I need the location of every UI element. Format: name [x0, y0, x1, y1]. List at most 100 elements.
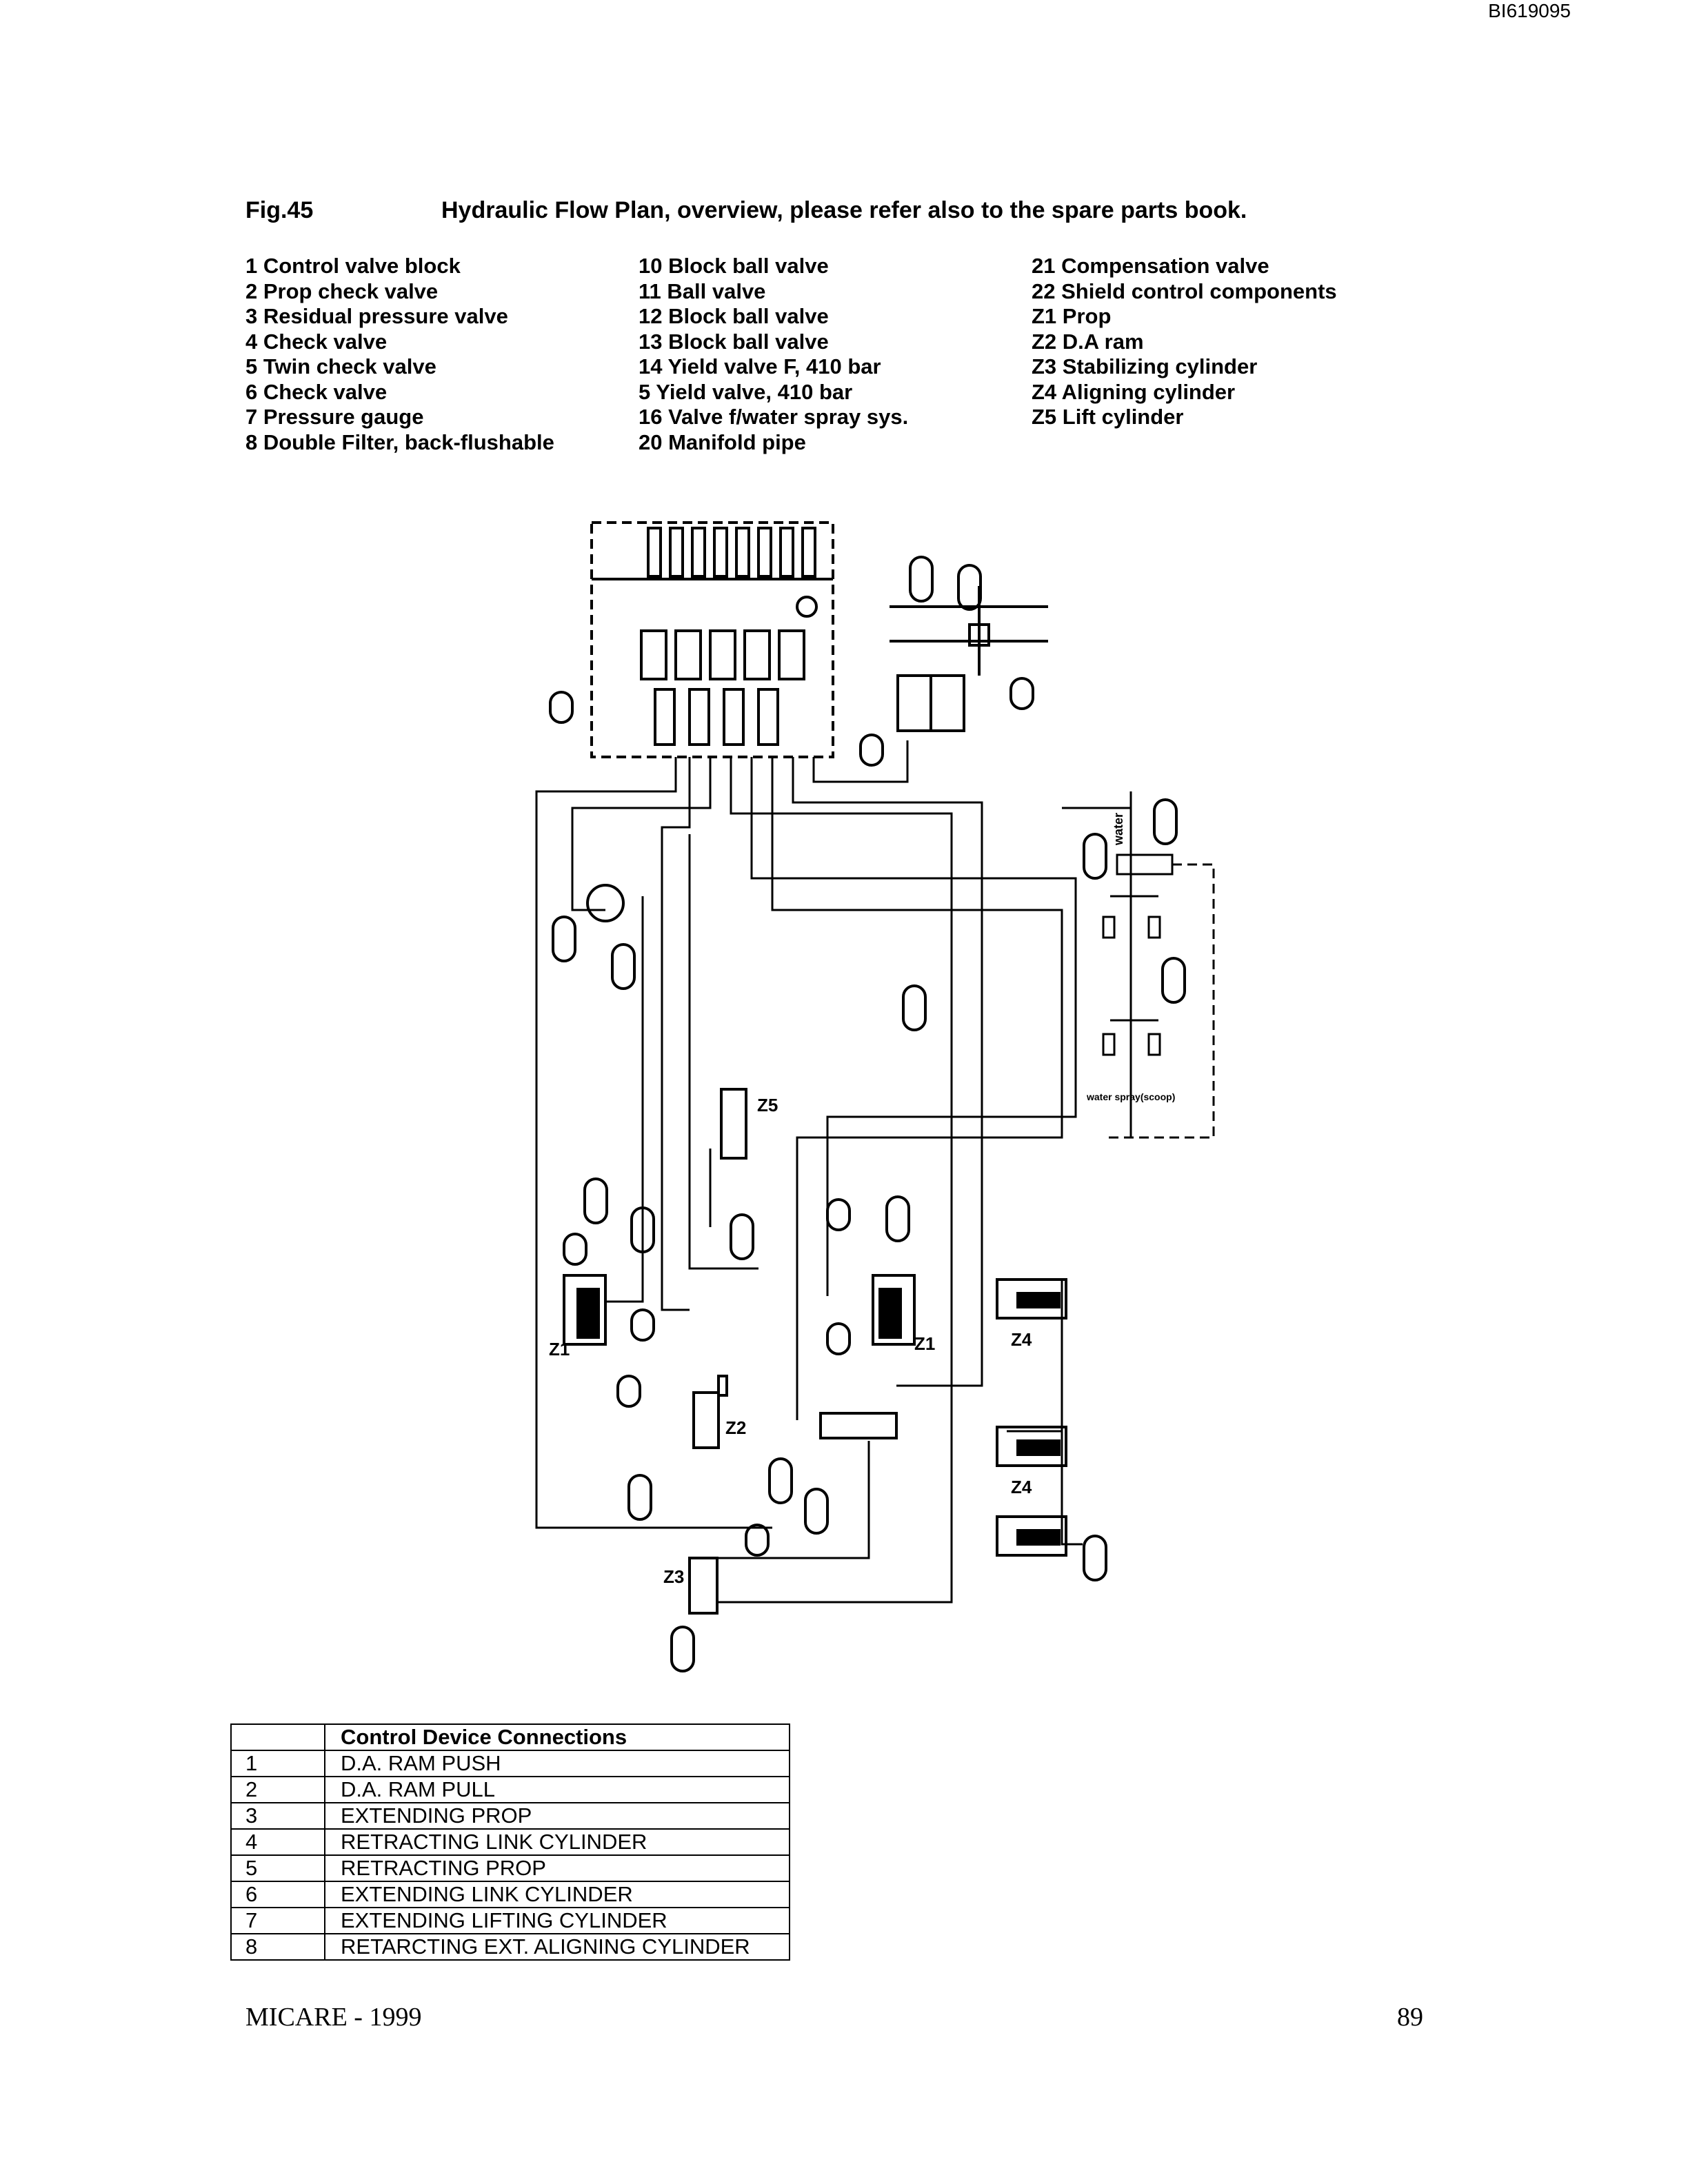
- callout-bubble: [549, 691, 574, 724]
- legend-column-2: 10 Block ball valve 11 Ball valve 12 Blo…: [639, 254, 908, 455]
- legend-item: 10 Block ball valve: [639, 254, 829, 278]
- pressure-gauge: [796, 596, 818, 618]
- callout-bubble: [826, 1198, 851, 1231]
- aligning-cylinder-z4-bottom: [996, 1426, 1067, 1557]
- valve-bank-top: [647, 527, 816, 578]
- control-valve-block: [590, 521, 834, 758]
- document-id: BI619095: [1488, 0, 1571, 21]
- legend-item: 21 Compensation valve: [1032, 254, 1269, 278]
- legend-item: Z1 Prop: [1032, 304, 1112, 328]
- callout-bubble: [885, 1195, 910, 1242]
- legend-item: 13 Block ball valve: [639, 329, 829, 354]
- callout-bubble: [583, 1177, 608, 1224]
- legend-item: Z3 Stabilizing cylinder: [1032, 354, 1258, 378]
- legend-item: 12 Block ball valve: [639, 304, 829, 328]
- callout-bubble: [730, 1213, 754, 1260]
- table-header-row: Control Device Connections: [230, 1723, 790, 1751]
- label-z1-left: Z1: [549, 1339, 570, 1359]
- figure-title: Hydraulic Flow Plan, overview, please re…: [441, 197, 1247, 223]
- legend-item: 4 Check valve: [245, 329, 388, 354]
- callout-bubble: [1161, 957, 1186, 1004]
- row-description: D.A. RAM PUSH: [324, 1750, 790, 1777]
- legend-item: 22 Shield control components: [1032, 279, 1337, 303]
- callout-bubble: [627, 1474, 652, 1521]
- row-number: 6: [230, 1881, 325, 1908]
- row-number: 3: [230, 1802, 325, 1830]
- prop-cylinder-z1-right: [872, 1274, 916, 1346]
- figure-number: Fig.45: [245, 197, 314, 223]
- label-water: water: [1112, 813, 1125, 846]
- compensation-valve: [819, 1412, 898, 1439]
- legend-item: 2 Prop check valve: [245, 279, 439, 303]
- callout-bubble: [745, 1524, 770, 1557]
- callout-bubble: [826, 1322, 851, 1355]
- callout-bubble: [611, 943, 636, 990]
- callout-bubble: [563, 1233, 587, 1266]
- legend-item: 14 Yield valve F, 410 bar: [639, 354, 881, 378]
- label-z3: Z3: [663, 1566, 684, 1587]
- row-number: 8: [230, 1933, 325, 1961]
- callout-bubbles: [549, 556, 1186, 1672]
- label-z4-bottom: Z4: [1011, 1477, 1032, 1497]
- label-z2: Z2: [725, 1417, 746, 1438]
- callout-bubble: [957, 564, 982, 611]
- callout-bubble: [804, 1488, 829, 1535]
- legend-item: 7 Pressure gauge: [245, 405, 424, 429]
- legend-item: 3 Residual pressure valve: [245, 304, 508, 328]
- row-description: RETRACTING PROP: [324, 1854, 790, 1882]
- row-number: 5: [230, 1854, 325, 1882]
- callout-bubble: [859, 734, 884, 767]
- callout-bubble: [1083, 1535, 1107, 1581]
- footer-publisher: MICARE - 1999: [245, 2003, 422, 2032]
- row-number: 1: [230, 1750, 325, 1777]
- legend-item: 6 Check valve: [245, 379, 388, 404]
- prop-cylinder-z1-left: [563, 1274, 607, 1346]
- lift-cylinder-z5: [720, 1088, 747, 1160]
- callout-bubble: [1083, 833, 1107, 880]
- callout-bubble: [630, 1308, 655, 1342]
- legend-item: 5 Yield valve, 410 bar: [639, 379, 853, 404]
- label-water-spray: water spray(scoop): [1086, 1091, 1175, 1102]
- callout-bubble: [630, 1206, 655, 1253]
- row-number: 7: [230, 1907, 325, 1934]
- callout-bubble: [909, 556, 934, 603]
- callout-bubble: [670, 1626, 695, 1672]
- page-number: 89: [1397, 2003, 1423, 2032]
- manifold-assembly: [890, 586, 1048, 732]
- filter-symbol: [586, 884, 625, 922]
- row-description: EXTENDING LINK CYLINDER: [324, 1881, 790, 1908]
- valve-bank-lower: [654, 688, 779, 746]
- legend-item: 16 Valve f/water spray sys.: [639, 405, 909, 429]
- legend-item: Z2 D.A ram: [1032, 329, 1144, 354]
- row-description: RETARCTING EXT. ALIGNING CYLINDER: [324, 1933, 790, 1961]
- callout-bubble: [1153, 798, 1178, 845]
- callout-bubble: [552, 916, 576, 962]
- legend-item: 8 Double Filter, back-flushable: [245, 429, 554, 454]
- callout-bubble: [1009, 677, 1034, 710]
- legend-column-3: 21 Compensation valve 22 Shield control …: [1032, 254, 1337, 430]
- pipe-network: [535, 740, 1132, 1604]
- label-z5: Z5: [757, 1095, 778, 1115]
- label-z1-right: Z1: [914, 1333, 935, 1354]
- row-description: D.A. RAM PULL: [324, 1776, 790, 1803]
- row-description: RETRACTING LINK CYLINDER: [324, 1828, 790, 1856]
- row-number: 2: [230, 1776, 325, 1803]
- aligning-cylinder-z4-top: [996, 1278, 1067, 1320]
- legend-item: 1 Control valve block: [245, 254, 461, 278]
- legend-item: 5 Twin check valve: [245, 354, 436, 378]
- row-number: 4: [230, 1828, 325, 1856]
- table-header: Control Device Connections: [324, 1723, 790, 1751]
- legend-item: 20 Manifold pipe: [639, 429, 806, 454]
- legend-item: 11 Ball valve: [639, 279, 766, 303]
- legend-item: Z5 Lift cylinder: [1032, 405, 1184, 429]
- legend-item: Z4 Aligning cylinder: [1032, 379, 1236, 404]
